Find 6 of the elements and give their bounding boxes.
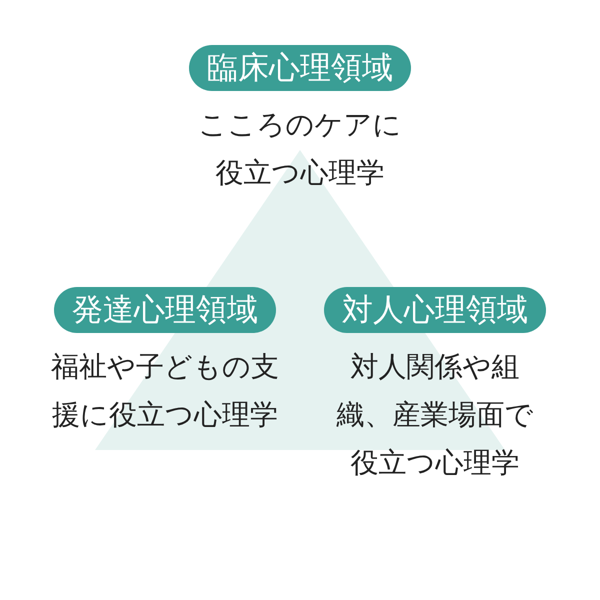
heading-pill: 対人心理領域 [324,287,546,333]
description-text: こころのケアに役立つ心理学 [198,107,402,191]
heading-pill: 臨床心理領域 [189,45,411,91]
description-text: 対人関係や組織、産業場面で役立つ心理学 [335,349,534,481]
description-text: 福祉や子どもの支援に役立つ心理学 [50,349,280,433]
heading-pill: 発達心理領域 [54,287,276,333]
